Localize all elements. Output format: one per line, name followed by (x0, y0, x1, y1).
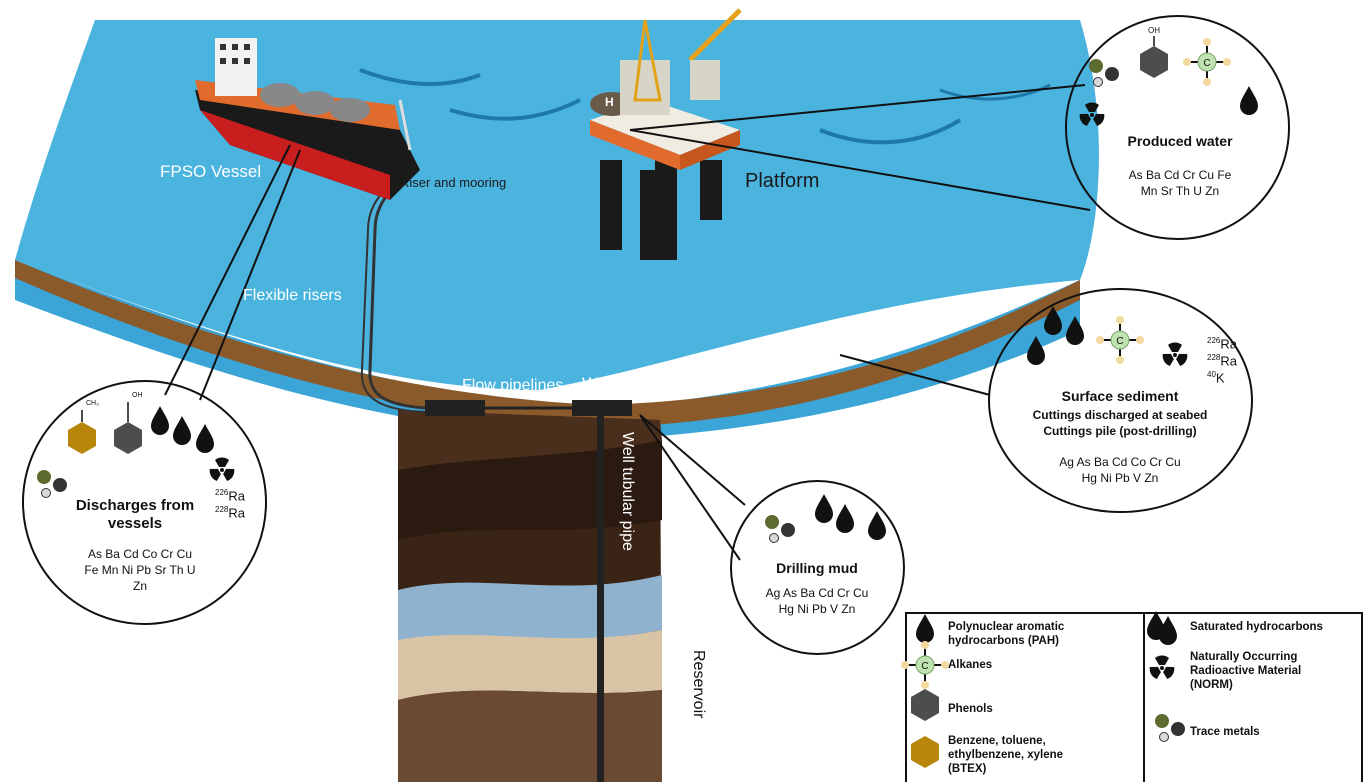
produced-water-metals-2: Mn Sr Th U Zn (1140, 184, 1220, 198)
surface-sediment-sub-1: Cuttings discharged at seabed (1032, 408, 1208, 422)
surface-sediment-circle (988, 288, 1253, 513)
drilling-mud-metals-1: Ag As Ba Cd Cr Cu (765, 586, 869, 600)
discharges-metals-3: Zn (132, 579, 147, 593)
discharges-title-2: vessels (107, 515, 163, 532)
legend-btex: Benzene, toluene,ethylbenzene, xylene(BT… (948, 735, 1064, 775)
subsurface-column (398, 410, 662, 782)
well-tubular-pipe (597, 410, 604, 782)
drilling-mud-metals-2: Hg Ni Pb V Zn (778, 602, 856, 616)
produced-water-metals-1: As Ba Cd Cr Cu Fe (1128, 168, 1232, 182)
well-label: Well (582, 374, 615, 393)
surface-sediment-metals-1: Ag As Ba Cd Co Cr Cu (1059, 455, 1181, 469)
flow-pipelines-label: Flow pipelines (462, 377, 564, 394)
discharge-isotope-1: 226Ra (215, 488, 245, 504)
drilling-mud-title: Drilling mud (776, 560, 858, 576)
fpso-label: FPSO Vessel (160, 162, 262, 181)
legend-left (905, 612, 1145, 782)
phenol-oh-label: OH (1148, 26, 1160, 35)
sediment-isotope-2: 228Ra (1207, 353, 1237, 369)
discharge-isotope-2: 228Ra (215, 505, 245, 521)
discharge-phenol-oh-label: OH (132, 392, 143, 399)
legend-phenols: Phenols (948, 703, 993, 715)
legend-alkanes: Alkanes (948, 659, 993, 671)
fpso-vessel (195, 38, 420, 200)
seabed (15, 260, 1080, 428)
produced-water-circle (1065, 15, 1290, 240)
surface-sediment-sub-2: Cuttings pile (post-drilling) (1043, 424, 1197, 438)
btex-ch3-label: CH₃ (86, 400, 99, 407)
helipad-letter: H (605, 95, 614, 109)
platform-label: Platform (745, 170, 820, 192)
produced-water-title: Produced water (1127, 133, 1233, 149)
discharges-circle (22, 380, 267, 625)
riser-mooring-label: Riser and mooring (400, 175, 507, 190)
well-head-left (425, 400, 485, 416)
sediment-isotope-1: 226Ra (1207, 336, 1237, 352)
well-head-right (572, 400, 632, 416)
legend-saturated: Saturated hydrocarbons (1190, 621, 1323, 633)
legend-right (1145, 612, 1363, 782)
surface-sediment-title: Surface sediment (1061, 388, 1179, 404)
flexible-risers-label: Flexible risers (243, 287, 342, 304)
discharges-title-1: Discharges from (75, 497, 195, 514)
surface-sediment-metals-2: Hg Ni Pb V Zn (1081, 471, 1159, 485)
oil-platform (590, 8, 742, 260)
sediment-isotope-3: 40K (1207, 370, 1225, 386)
discharges-metals-1: As Ba Cd Co Cr Cu (87, 547, 193, 561)
discharges-metals-2: Fe Mn Ni Pb Sr Th U (84, 563, 196, 577)
drilling-mud-circle (730, 480, 905, 655)
legend-trace-metals: Trace metals (1190, 726, 1260, 738)
